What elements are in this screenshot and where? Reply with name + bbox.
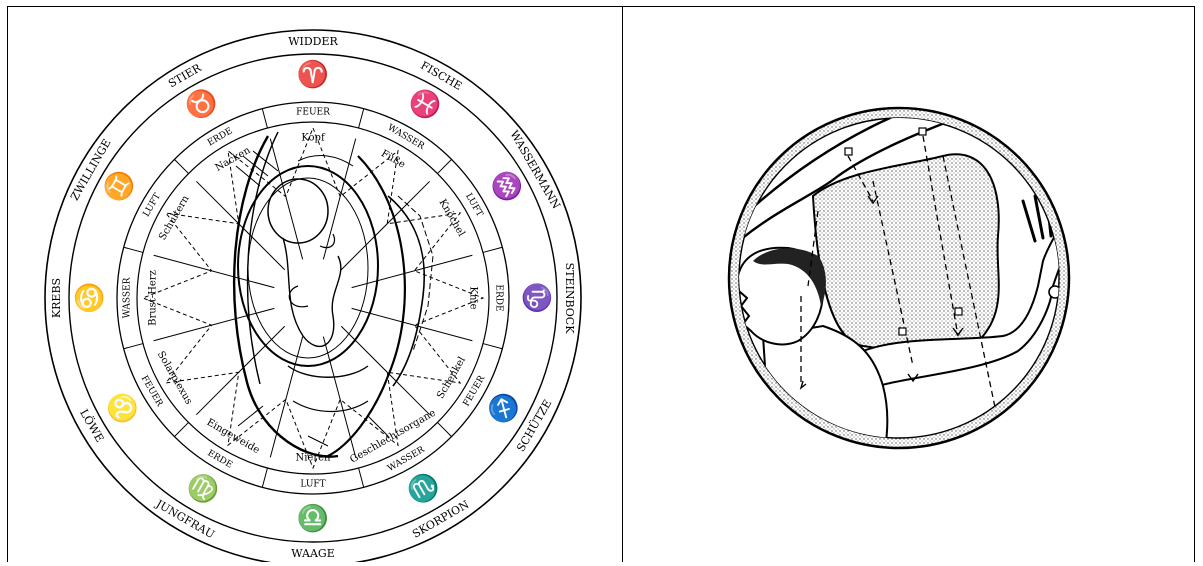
- zodiac-glyph: ♐: [482, 386, 525, 430]
- element-label: ERDE: [494, 284, 504, 311]
- element-label: FEUER: [462, 374, 488, 408]
- zodiac-sign-name: WAAGE: [291, 547, 334, 560]
- zodiac-glyph: ♌: [101, 386, 144, 430]
- zodiac-sign-name: WIDDER: [288, 35, 338, 48]
- element-label: WASSER: [386, 123, 427, 152]
- body-part-label: Schenkel: [435, 355, 468, 401]
- sector-tick: [437, 159, 451, 173]
- sector-tick: [359, 109, 364, 128]
- spoke-line: [196, 326, 284, 414]
- body-part-label: Brust-Herz: [148, 270, 159, 326]
- spoke-line: [323, 139, 355, 260]
- spoke-line: [154, 308, 275, 340]
- zodiac-sign-name: STIER: [166, 61, 204, 90]
- sector-tick: [124, 344, 143, 349]
- body-part-label: Kopf: [301, 133, 326, 144]
- element-label: FEUER: [139, 374, 165, 408]
- element-label: ERDE: [205, 448, 234, 470]
- sector-tick: [262, 109, 267, 128]
- body-part-label: Füße: [379, 148, 407, 171]
- spoke-line: [352, 255, 473, 287]
- zodiac-glyph: ♑: [521, 282, 552, 314]
- arm-diagram-panel: [623, 6, 1195, 562]
- zodiac-glyph: ♋: [74, 282, 105, 314]
- spoke-line: [154, 255, 275, 287]
- zodiac-sign-name: KREBS: [50, 278, 63, 318]
- zodiac-glyph: ♎: [297, 503, 329, 534]
- sector-tick: [483, 344, 502, 349]
- sector-tick: [124, 247, 143, 252]
- element-label: LUFT: [300, 480, 325, 490]
- body-part-label: Knie: [468, 286, 479, 309]
- shaded-region: [813, 154, 999, 354]
- sector-tick: [437, 422, 451, 436]
- zodiac-glyph: ♏: [401, 467, 445, 510]
- element-label: LUFT: [142, 192, 163, 219]
- zodiac-wheel-panel: WIDDER♈FISCHE♓WASSERMANN♒STEINBOCK♑SCHÜT…: [8, 6, 622, 562]
- sector-tick: [359, 468, 364, 487]
- sector-tick: [174, 422, 188, 436]
- arm-diagram: [623, 6, 1195, 562]
- sector-tick: [262, 468, 267, 487]
- body-part-label: Schultern: [157, 193, 192, 242]
- zodiac-glyph: ♈: [297, 59, 329, 90]
- element-label: FEUER: [296, 108, 330, 118]
- sector-tick: [174, 159, 188, 173]
- body-part-label: Nieren: [295, 453, 331, 464]
- element-label: LUFT: [463, 192, 484, 219]
- zodiac-wheel: WIDDER♈FISCHE♓WASSERMANN♒STEINBOCK♑SCHÜT…: [8, 6, 622, 562]
- element-label: ERDE: [206, 126, 235, 148]
- zodiac-glyph: ♍: [181, 467, 225, 510]
- zodiac-sign-name: STEINBOCK: [563, 263, 576, 335]
- sector-tick: [483, 247, 502, 252]
- inner-ring: [137, 122, 489, 474]
- zodiac-sign-name: LÖWE: [77, 407, 107, 445]
- element-label: WASSER: [123, 277, 133, 318]
- spoke-line: [352, 308, 473, 340]
